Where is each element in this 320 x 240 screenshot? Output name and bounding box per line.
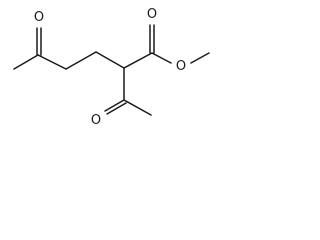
acetyl-oxygen-label: O <box>91 113 101 128</box>
bond-ester-carbon-ether-oxygen <box>151 52 172 64</box>
bond-ch2-ch2 <box>65 51 97 70</box>
bond-acetyl-methyl <box>123 99 152 116</box>
bond-acetyl-carbonyl-a <box>104 99 125 112</box>
bond-ether-oxygen-methyl <box>190 52 210 64</box>
ketone-oxygen-label: O <box>34 10 44 25</box>
bond-ch2-ch <box>95 51 125 69</box>
chemical-structure-diagram: O O O O <box>13 7 210 128</box>
bond-ch-ester-carbon <box>123 52 153 69</box>
bond-acetyl-carbonyl-b <box>106 102 127 115</box>
bond-methyl-ketone-carbon <box>13 54 39 70</box>
bond-ketone-carbon-ch2 <box>37 54 67 70</box>
ester-ether-oxygen-label: O <box>176 59 186 74</box>
ester-carbonyl-oxygen-label: O <box>147 7 157 22</box>
